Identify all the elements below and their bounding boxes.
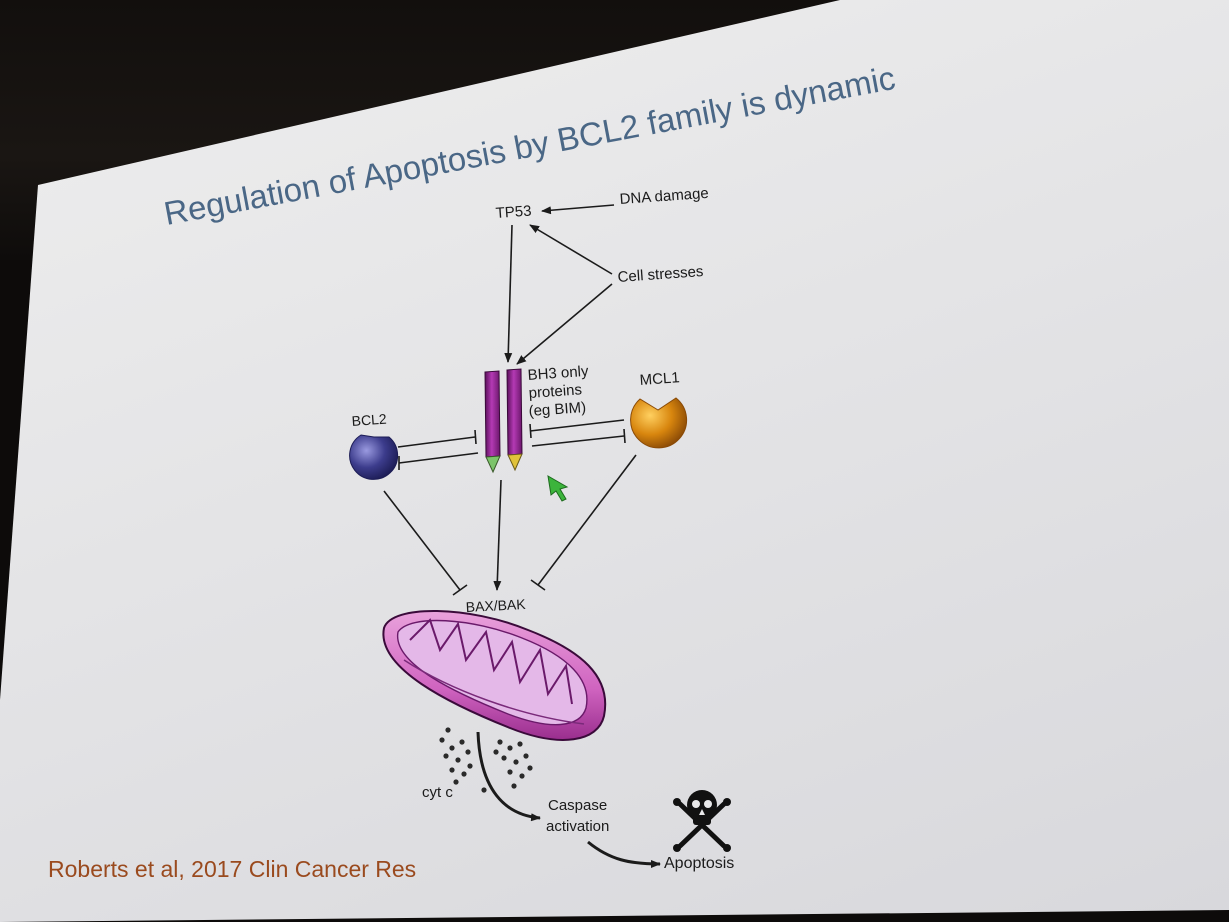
bh3-bar-right [506,368,523,456]
inhibit-bar [474,429,477,445]
inhibit-bh3-to-mcl1 [531,435,625,447]
bh3-tip-right [507,453,523,472]
inhibit-bar [452,584,468,596]
label-bh3-line3: (eg BIM) [528,399,587,420]
inhibit-bcl2-to-bax-bak [383,490,461,591]
label-bcl2: BCL2 [351,411,387,429]
label-caspase-line2: activation [546,818,609,835]
mcl1-protein [630,397,688,449]
bcl2-protein [349,434,399,480]
inhibit-bcl2-to-bh3 [397,436,476,448]
arrow-dna-damage-to-tp53 [541,204,615,215]
label-bh3-line2: proteins [528,381,582,402]
label-mcl1: MCL1 [639,369,680,389]
arrow-caspase-to-apoptosis [587,840,661,868]
bh3-only-proteins [484,368,523,474]
mitochondrion-icon [382,609,607,741]
label-tp53: TP53 [495,203,532,222]
label-apoptosis: Apoptosis [664,855,734,872]
label-cyt-c: cyt c [422,784,453,801]
arrow-cell-stresses-to-tp53 [529,224,613,275]
citation: Roberts et al, 2017 Clin Cancer Res [48,856,417,882]
inhibit-bar [530,579,546,591]
bh3-bar-left [484,370,501,458]
label-dna-damage: DNA damage [619,185,709,208]
arrow-cyt-c-to-caspase [476,731,541,822]
arrow-cell-stresses-to-bh3 [516,283,613,365]
arrow-bh3-to-bax-bak [493,479,502,591]
inhibit-bh3-to-bcl2 [398,452,479,464]
label-bh3-line1: BH3 only [527,363,589,384]
bh3-tip-left [485,455,501,474]
mouse-cursor-icon [547,475,569,502]
label-cell-stresses: Cell stresses [617,263,704,286]
arrow-tp53-to-bh3 [504,224,513,363]
inhibit-mcl1-to-bax-bak [537,454,637,586]
inhibit-mcl1-to-bh3 [529,419,625,432]
inhibit-bar [623,428,626,444]
skull-crossbones-icon [673,790,731,852]
label-caspase-line1: Caspase [548,797,607,814]
label-bax-bak: BAX/BAK [465,596,526,615]
cyt-c-particles [439,727,533,793]
inhibit-bar [529,423,532,439]
